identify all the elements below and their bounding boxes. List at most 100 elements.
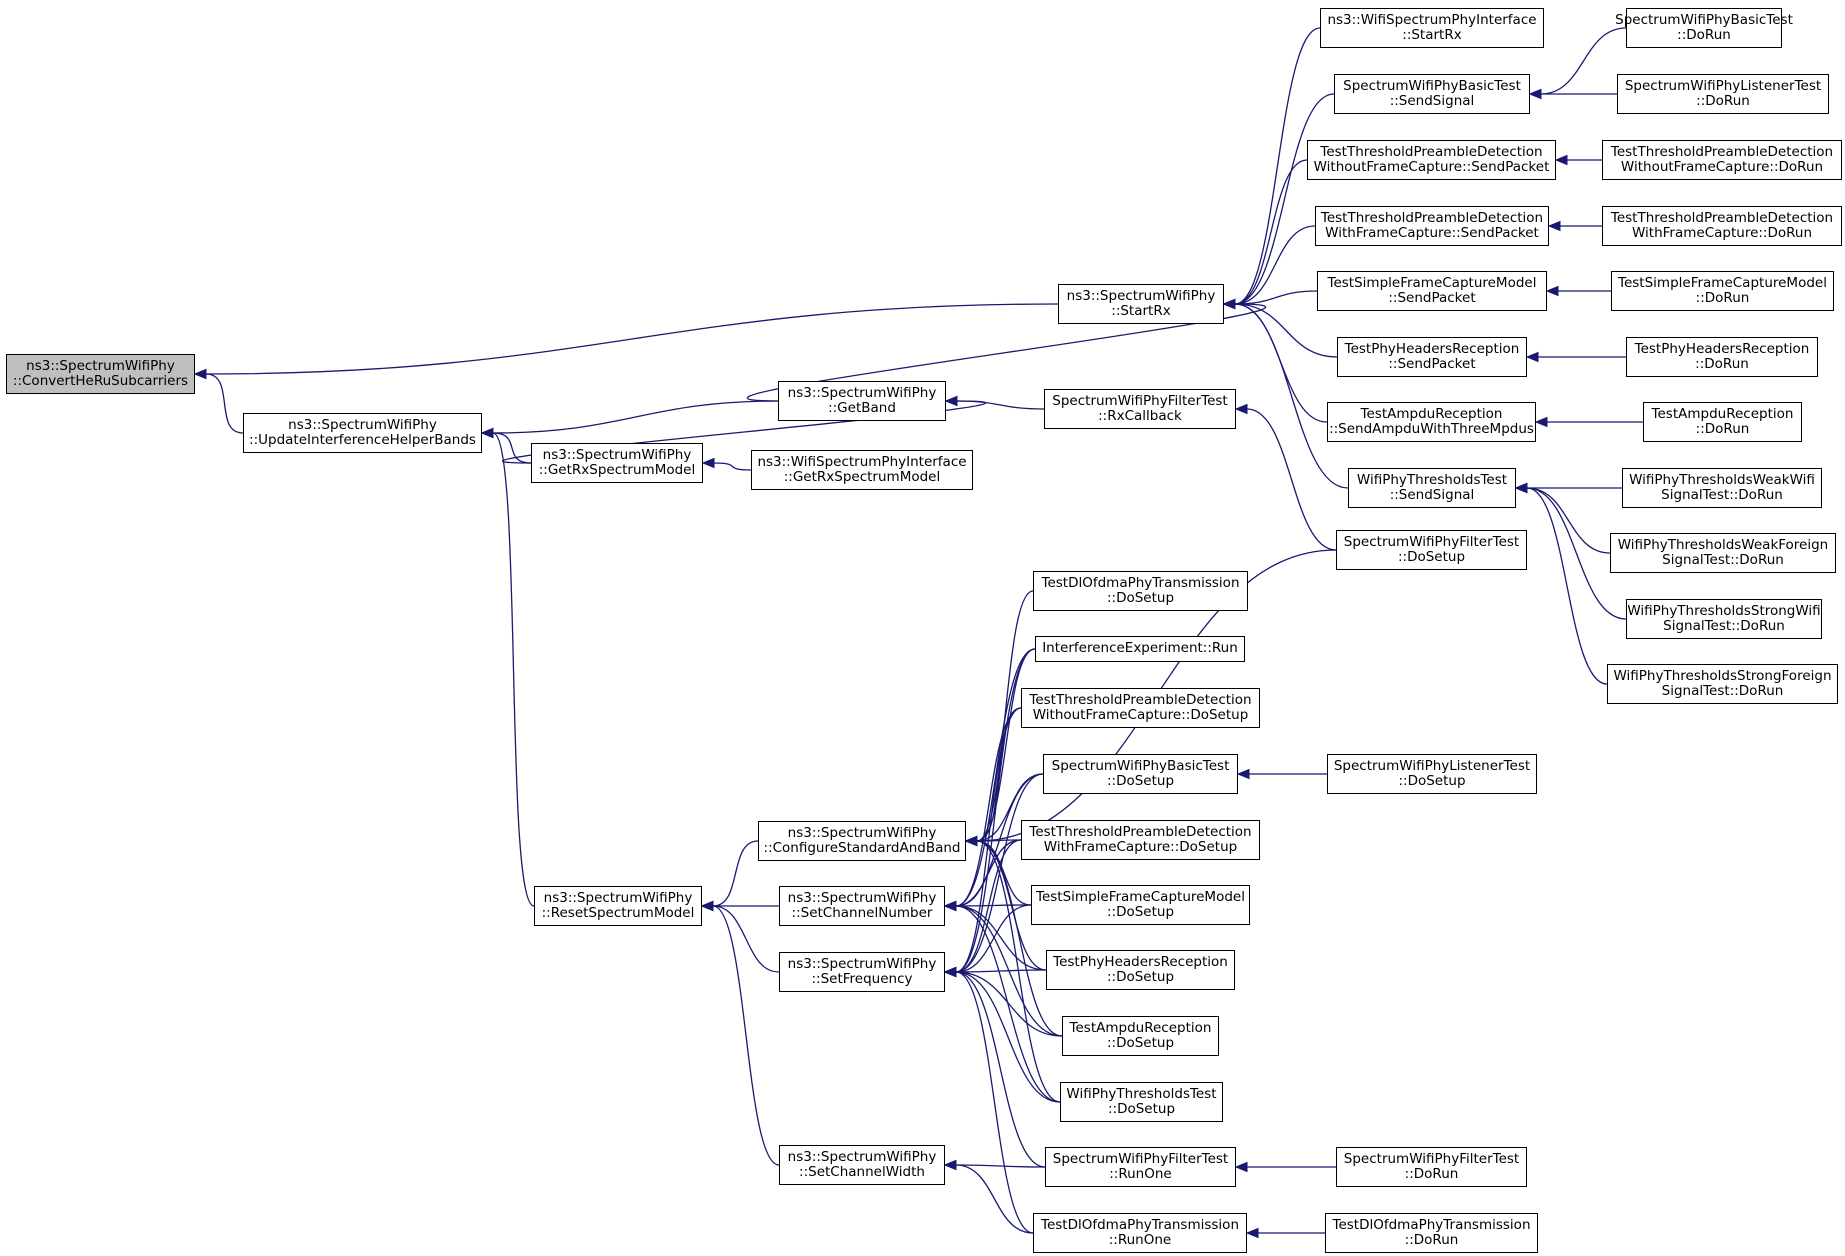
graph-node-n32[interactable]: TestDlOfdmaPhyTransmission::DoSetup (1033, 571, 1248, 611)
node-label-line1: TestThresholdPreambleDetection (1029, 823, 1252, 840)
node-label-line1: SpectrumWifiPhyBasicTest (1051, 757, 1230, 774)
node-label-line1: TestThresholdPreambleDetection (1610, 209, 1834, 226)
graph-node-n27[interactable]: ns3::SpectrumWifiPhy::ResetSpectrumModel (534, 886, 702, 926)
node-label-line2: ::SetChannelNumber (791, 905, 933, 921)
node-label-line1: TestAmpduReception (1360, 405, 1503, 422)
arrowhead-n2-to-n0 (193, 368, 207, 380)
graph-node-n26[interactable]: SpectrumWifiPhyFilterTest::DoSetup (1336, 530, 1527, 570)
node-label-line1: TestThresholdPreambleDetection (1320, 143, 1543, 160)
graph-node-n11[interactable]: SpectrumWifiPhyBasicTest::DoRun (1615, 8, 1793, 48)
node-label-line1: ns3::SpectrumWifiPhy (787, 384, 937, 401)
node-label-line1: SpectrumWifiPhyFilterTest (1052, 392, 1228, 409)
edge-n1-to-n0 (205, 303, 1059, 375)
node-label-line1: InterferenceExperiment::Run (1042, 640, 1238, 657)
edge-n36-to-n30 (955, 839, 1022, 973)
graph-node-n8[interactable]: TestPhyHeadersReception::SendPacket (1337, 337, 1527, 377)
graph-node-n10[interactable]: WifiPhyThresholdsTest::SendSignal (1348, 468, 1516, 508)
node-label-line1: ns3::WifiSpectrumPhyInterface (757, 453, 967, 470)
graph-node-n22[interactable]: ns3::SpectrumWifiPhy::GetBand (778, 381, 946, 421)
graph-node-n1[interactable]: ns3::SpectrumWifiPhy::StartRx (1058, 284, 1224, 324)
graph-node-n0: ns3::SpectrumWifiPhy::ConvertHeRuSubcarr… (6, 354, 195, 394)
node-label-line2: ::DoRun (1695, 290, 1750, 306)
edge-n33-to-n30 (955, 648, 1036, 973)
graph-node-n30[interactable]: ns3::SpectrumWifiPhy::SetFrequency (779, 952, 945, 992)
graph-node-n12[interactable]: SpectrumWifiPhyListenerTest::DoRun (1617, 74, 1829, 114)
node-label-line2: WithFrameCapture::DoRun (1631, 225, 1813, 241)
graph-node-n9[interactable]: TestAmpduReception::SendAmpduWithThreeMp… (1327, 402, 1536, 442)
edge-n40-to-n29 (955, 905, 1061, 1103)
node-label-line2: ::SendSignal (1389, 487, 1475, 503)
node-label-line1: SpectrumWifiPhyFilterTest (1343, 533, 1520, 550)
graph-node-n4[interactable]: SpectrumWifiPhyBasicTest::SendSignal (1334, 74, 1530, 114)
graph-node-n23[interactable]: ns3::SpectrumWifiPhy::GetRxSpectrumModel (531, 443, 703, 483)
node-label-line1: SpectrumWifiPhyBasicTest (1615, 11, 1793, 28)
edge-n34-to-n28 (976, 707, 1022, 842)
node-label-line2: SignalTest::DoRun (1661, 487, 1783, 503)
node-label-line2: ::GetRxSpectrumModel (538, 462, 696, 478)
arrowhead-n17-to-n9 (1534, 416, 1548, 428)
edge-n24-to-n23 (713, 462, 752, 471)
arrowhead-n26-to-n25 (1234, 403, 1248, 415)
node-label-line2: WithoutFrameCapture::SendPacket (1313, 159, 1550, 175)
node-label-line2: ::RxCallback (1098, 408, 1182, 424)
node-label-line1: TestSimpleFrameCaptureModel (1618, 274, 1827, 291)
graph-node-n7[interactable]: TestSimpleFrameCaptureModel::SendPacket (1317, 271, 1547, 311)
graph-node-n42[interactable]: TestDlOfdmaPhyTransmission::RunOne (1033, 1213, 1247, 1253)
node-label-line1: TestDlOfdmaPhyTransmission (1041, 1216, 1239, 1233)
call-graph-edges (193, 27, 1644, 1239)
graph-node-n3[interactable]: ns3::WifiSpectrumPhyInterface::StartRx (1320, 8, 1544, 48)
node-label-line1: ns3::SpectrumWifiPhy (1066, 287, 1216, 304)
arrowhead-n31-to-n27 (700, 900, 714, 912)
node-label-line2: WithFrameCapture::DoSetup (1043, 839, 1238, 855)
edge-n39-to-n30 (955, 971, 1063, 1037)
graph-node-n31[interactable]: ns3::SpectrumWifiPhy::SetChannelWidth (779, 1145, 945, 1185)
node-label-line2: WithoutFrameCapture::DoRun (1620, 159, 1824, 175)
graph-node-n2[interactable]: ns3::SpectrumWifiPhy::UpdateInterference… (243, 413, 482, 453)
node-label-line1: ns3::SpectrumWifiPhy (787, 1148, 937, 1165)
node-label-line2: ::RunOne (1108, 1232, 1172, 1248)
graph-node-n43[interactable]: SpectrumWifiPhyListenerTest::DoSetup (1327, 754, 1537, 794)
graph-node-n39[interactable]: TestAmpduReception::DoSetup (1062, 1016, 1219, 1056)
node-label-line1: ns3::SpectrumWifiPhy (543, 889, 693, 906)
graph-node-n24[interactable]: ns3::WifiSpectrumPhyInterface::GetRxSpec… (751, 450, 973, 490)
node-label-line1: SpectrumWifiPhyFilterTest (1052, 1150, 1229, 1167)
node-label-line2: ::DoRun (1695, 356, 1749, 372)
graph-node-n40[interactable]: WifiPhyThresholdsTest::DoSetup (1060, 1082, 1223, 1122)
graph-node-n16[interactable]: TestPhyHeadersReception::DoRun (1626, 337, 1818, 377)
graph-node-n17[interactable]: TestAmpduReception::DoRun (1643, 402, 1802, 442)
graph-node-n38[interactable]: TestPhyHeadersReception::DoSetup (1046, 950, 1235, 990)
node-label-line1: TestPhyHeadersReception (1344, 340, 1520, 357)
node-label-line1: ns3::SpectrumWifiPhy (787, 955, 937, 972)
graph-node-n25[interactable]: SpectrumWifiPhyFilterTest::RxCallback (1044, 389, 1236, 429)
graph-node-n33[interactable]: InterferenceExperiment::Run (1035, 636, 1245, 662)
graph-node-n37[interactable]: TestSimpleFrameCaptureModel::DoSetup (1031, 885, 1250, 925)
node-label-line2: ::DoRun (1677, 27, 1731, 43)
graph-node-n35[interactable]: SpectrumWifiPhyBasicTest::DoSetup (1043, 754, 1238, 794)
graph-node-n29[interactable]: ns3::SpectrumWifiPhy::SetChannelNumber (779, 886, 945, 926)
node-label-line2: ::DoSetup (1398, 773, 1466, 789)
node-label-line2: ::StartRx (1111, 303, 1171, 319)
node-label-line1: TestPhyHeadersReception (1053, 953, 1228, 970)
arrowhead-n43-to-n35 (1236, 768, 1250, 780)
arrowhead-n15-to-n7 (1545, 285, 1559, 297)
node-label-line2: ::SendPacket (1388, 290, 1476, 306)
graph-node-n28[interactable]: ns3::SpectrumWifiPhy::ConfigureStandardA… (758, 821, 966, 861)
edge-n40-to-n28 (976, 840, 1061, 1103)
graph-node-n44[interactable]: SpectrumWifiPhyFilterTest::DoRun (1336, 1147, 1527, 1187)
node-label-line2: ::DoSetup (1107, 1101, 1176, 1117)
graph-node-n45[interactable]: TestDlOfdmaPhyTransmission::DoRun (1325, 1213, 1538, 1253)
graph-node-n15[interactable]: TestSimpleFrameCaptureModel::DoRun (1611, 271, 1834, 311)
node-label-line2: ::SendSignal (1389, 93, 1475, 109)
graph-node-n41[interactable]: SpectrumWifiPhyFilterTest::RunOne (1045, 1147, 1236, 1187)
